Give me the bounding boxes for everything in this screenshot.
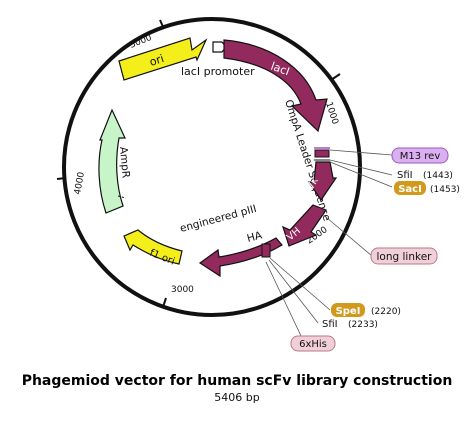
ompa-feature: [314, 149, 330, 158]
tick-3000: [162, 297, 167, 308]
spei-label: SpeI: [336, 306, 361, 317]
m13-rev-badge: [391, 147, 449, 164]
tick-label-3000: 3000: [171, 285, 194, 295]
vh-feature: [282, 204, 327, 247]
callout-leader-lines: [265, 149, 393, 339]
sfi1-a-label: SfiI: [397, 170, 413, 181]
spei-badge: [331, 303, 365, 317]
leader-spei: [269, 257, 331, 311]
laci-feature: [223, 39, 328, 133]
sfi1-a-position: (1443): [423, 171, 453, 181]
tick-1000: [330, 73, 341, 81]
saci-badge: [394, 181, 426, 195]
f1-ori-feature: [123, 229, 183, 265]
leader-6xhis: [265, 261, 303, 339]
ampr-feature: [98, 108, 126, 214]
6xhis-badge: [290, 335, 336, 352]
ha-label: HA: [246, 229, 264, 245]
engineered-piii-label: engineered pIII: [179, 203, 258, 235]
ampr-promoter-mark: [117, 195, 127, 199]
long-linker-label: long linker: [377, 251, 433, 263]
leader-saci: [329, 161, 393, 188]
long-linker-badge: [370, 247, 438, 265]
ha-feature: [261, 243, 271, 258]
leader-long-linker: [319, 211, 373, 257]
vk-feature: [307, 161, 338, 202]
ori-feature: [118, 37, 208, 81]
plasmid-size: 5406 bp: [214, 391, 260, 404]
tick-label-4000: 4000: [73, 171, 87, 196]
ori-label: ori: [148, 52, 166, 69]
laci-promoter-label: lacI promoter: [181, 65, 255, 78]
spei-position: (2220): [371, 307, 401, 317]
map-title: Phagemiod vector for human scFv library …: [21, 373, 453, 389]
tick-label-5000: 5000: [128, 33, 153, 51]
saci-label: SacI: [398, 184, 422, 195]
m13-rev-label: M13 rev: [400, 151, 441, 162]
saci-position: (1453): [430, 185, 460, 195]
leader-sfi1-b: [268, 259, 319, 324]
leader-m13-rev: [329, 149, 393, 156]
ampr-label: AmpR: [117, 146, 132, 178]
tick-4000: [56, 177, 67, 180]
6xhis-label: 6xHis: [299, 339, 327, 350]
laci-label: lacI: [269, 60, 291, 79]
sfi1-b-position: (2233): [348, 320, 378, 330]
tick-5000: [159, 19, 165, 30]
leader-sfi1-a: [329, 159, 393, 176]
sfi1-b-label: SfiI: [322, 319, 338, 330]
